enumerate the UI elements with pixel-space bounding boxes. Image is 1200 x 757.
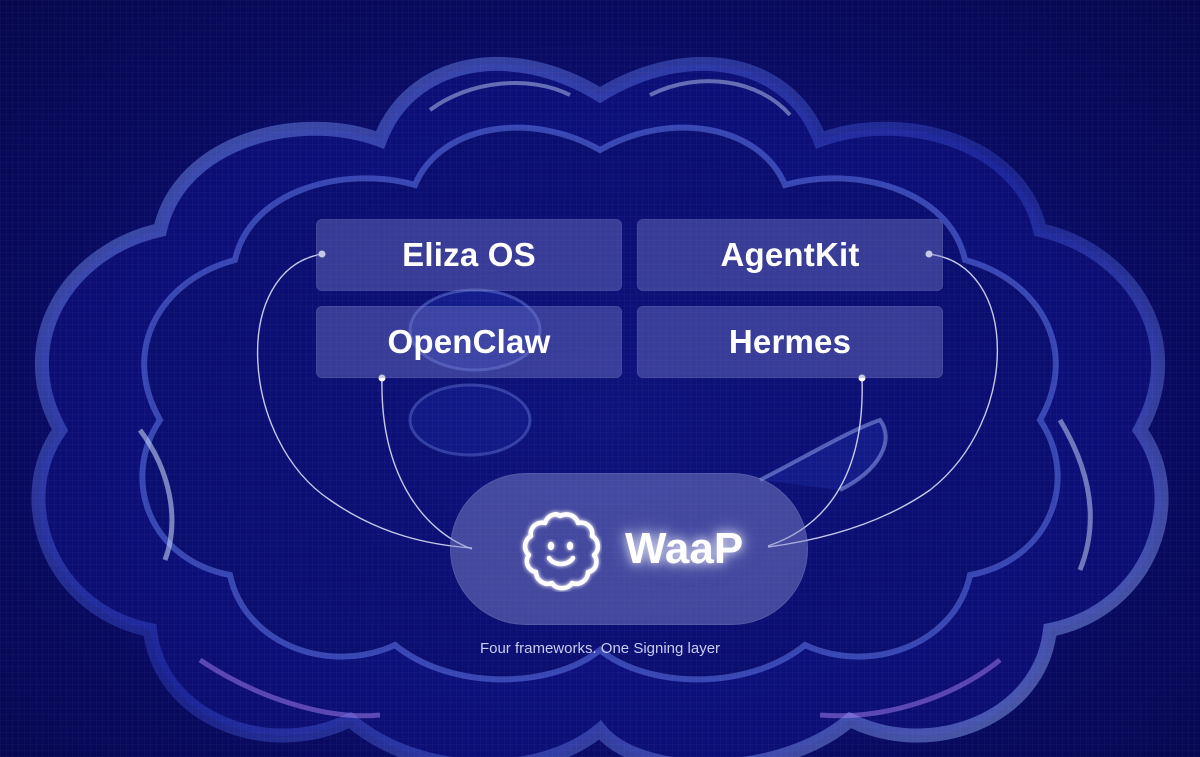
- framework-card-openclaw: OpenClaw: [316, 306, 622, 378]
- brand-name: WaaP: [625, 524, 744, 573]
- smiling-flower-icon: [522, 512, 601, 591]
- framework-card-agentkit: AgentKit: [637, 219, 943, 291]
- framework-card-hermes: Hermes: [637, 306, 943, 378]
- framework-label: Hermes: [728, 323, 852, 360]
- framework-label: OpenClaw: [387, 323, 551, 360]
- tagline: Four frameworks. One Signing layer: [479, 640, 721, 657]
- framework-card-eliza-os: Eliza OS: [316, 219, 622, 291]
- waap-pill: [450, 473, 808, 625]
- framework-label: AgentKit: [720, 236, 860, 273]
- framework-label: Eliza OS: [402, 236, 536, 273]
